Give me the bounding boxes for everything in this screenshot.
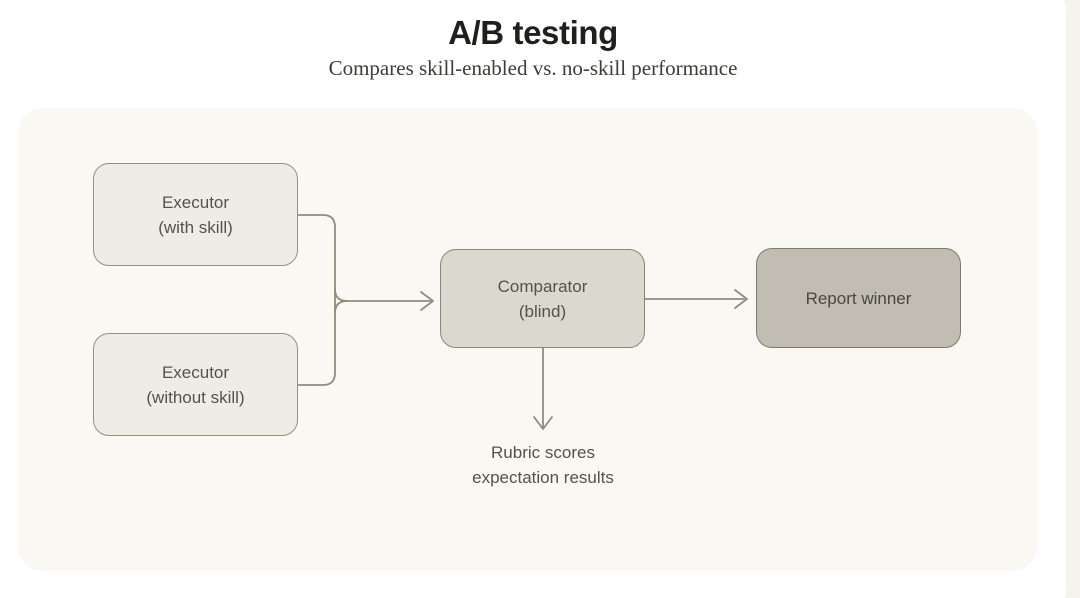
node-sublabel: (without skill) [146, 387, 245, 407]
output-label-line2: expectation results [472, 468, 614, 487]
node-executor-with-skill: Executor (with skill) [93, 163, 298, 266]
output-label: Rubric scores expectation results [418, 440, 668, 490]
node-report-winner: Report winner [756, 248, 961, 348]
node-label: Executor [161, 192, 230, 212]
output-label-line1: Rubric scores [491, 443, 595, 462]
page-title: A/B testing [448, 14, 618, 51]
node-sublabel: (blind) [518, 301, 567, 321]
node-label: Executor [161, 362, 230, 382]
node-comparator: Comparator (blind) [440, 249, 645, 348]
node-sublabel: (with skill) [158, 217, 233, 237]
node-label: Comparator [497, 276, 588, 296]
page-subtitle: Compares skill-enabled vs. no-skill perf… [328, 56, 738, 80]
node-label: Report winner [805, 288, 912, 308]
node-executor-without-skill: Executor (without skill) [93, 333, 298, 436]
